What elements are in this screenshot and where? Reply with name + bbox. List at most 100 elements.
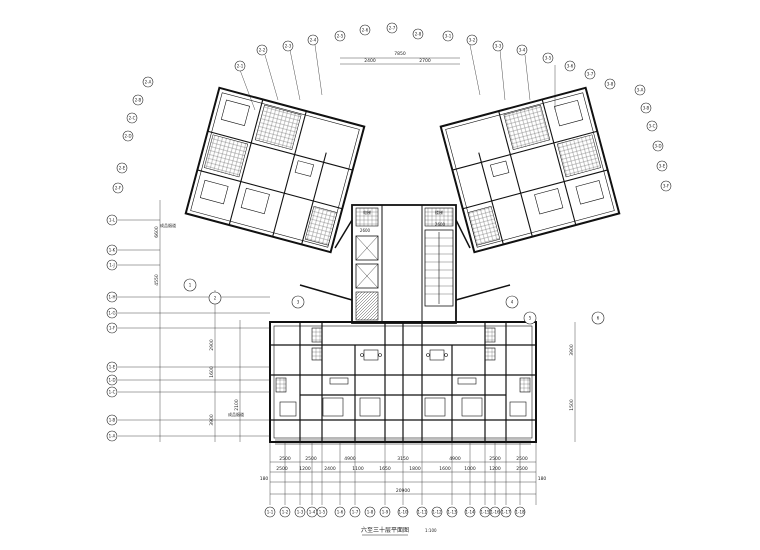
bottom-r1-dim: 2500 <box>516 456 528 462</box>
dimension-lines <box>118 44 576 505</box>
grid-bubble <box>446 506 458 518</box>
grid-bubble-label: 1-F <box>109 325 116 330</box>
grid-bubble <box>106 244 118 256</box>
left-vert-dim: 2100 <box>234 399 240 411</box>
dimension-texts: 7850 2400 2700 2500 2500 4900 3150 4900 … <box>154 51 575 494</box>
top-seg-dim-1: 2400 <box>364 58 376 64</box>
bottom-r1-dim: 3150 <box>397 456 409 462</box>
grid-bubble-label: 1-7 <box>352 509 359 514</box>
grid-bubble <box>489 506 501 518</box>
grid-bubble <box>466 34 478 46</box>
stair-label: 楼梯 <box>435 209 443 215</box>
grid-bubble-label: 3-2 <box>469 37 476 42</box>
grid-bubble-label: 1-13 <box>447 509 457 514</box>
grid-bubble-label: 1-14 <box>465 509 475 514</box>
note-right: 成品烟道 <box>228 411 244 417</box>
stair-dim: 2600 <box>435 222 446 227</box>
grid-bubble <box>132 94 144 106</box>
grid-bubble <box>106 430 118 442</box>
grid-bubble <box>291 295 305 309</box>
grid-bubble-label: 1-9 <box>382 509 389 514</box>
grid-bubble-label: 1-4 <box>309 509 316 514</box>
bottom-r2-dim: 2500 <box>276 466 288 472</box>
grid-bubble <box>464 506 476 518</box>
grid-bubble <box>660 180 672 192</box>
grid-bubble-label: 1-18 <box>515 509 525 514</box>
grid-bubble-label: 1-15 <box>480 509 490 514</box>
right-wing <box>439 86 621 254</box>
bottom-overall-dim: 20900 <box>396 488 410 494</box>
grid-bubble-label: 1-L <box>109 217 116 222</box>
grid-bubble <box>516 44 528 56</box>
grid-bubble-label: 3-B <box>643 105 650 110</box>
bottom-r2-dim: 1650 <box>379 466 391 472</box>
grid-bubble <box>359 24 371 36</box>
bottom-r1-dim: 2500 <box>489 456 501 462</box>
grid-bubble <box>106 414 118 426</box>
grid-bubble-label: 1-B <box>109 417 116 422</box>
grid-bubble-label: 1-8 <box>367 509 374 514</box>
grid-bubble-label: 2-4 <box>310 37 317 42</box>
grid-bubble <box>264 506 276 518</box>
grid-bubble <box>106 291 118 303</box>
right-vert-dim: 3900 <box>569 344 575 356</box>
note-left: 成品烟道 <box>160 222 176 228</box>
grid-bubble-label: 3-C <box>649 123 656 128</box>
grid-bubble <box>364 506 376 518</box>
grid-bubble <box>640 102 652 114</box>
grid-bubble <box>334 30 346 42</box>
grid-bubble-label: 2-2 <box>259 47 266 52</box>
grid-bubble-label: 3-F <box>663 183 670 188</box>
grid-bubble-label: 1-J <box>109 262 114 267</box>
grid-bubble-label: 1-G <box>108 310 115 315</box>
grid-bubble <box>564 60 576 72</box>
grid-bubble-label: 2-7 <box>389 25 396 30</box>
grid-bubble-label: 1-K <box>109 247 116 252</box>
grid-bubble-label: 1 <box>189 282 192 287</box>
bottom-r1-dim: 4900 <box>449 456 461 462</box>
bottom-r3-dim: 180 <box>538 476 547 482</box>
grid-bubble <box>416 506 428 518</box>
grid-bubble <box>505 295 519 309</box>
grid-bubble <box>379 506 391 518</box>
grid-bubble <box>523 311 537 325</box>
bottom-r1-dim: 2500 <box>305 456 317 462</box>
grid-bubble <box>334 506 346 518</box>
grid-bubble-label: 1-3 <box>297 509 304 514</box>
grid-bubble-label: 1-2 <box>282 509 289 514</box>
grid-bubble <box>307 34 319 46</box>
connectors <box>299 219 511 301</box>
grid-bubble <box>106 361 118 373</box>
bottom-block <box>269 321 537 445</box>
grid-bubble-label: 2-5 <box>337 33 344 38</box>
grid-bubble <box>116 162 128 174</box>
grid-bubble <box>106 386 118 398</box>
grid-bubble-label: 1-16 <box>490 509 500 514</box>
grid-bubble-label: 1-17 <box>501 509 511 514</box>
grid-bubble <box>282 40 294 52</box>
grid-bubble-label: 1-E <box>109 364 116 369</box>
grid-bubble-label: 2-B <box>135 97 142 102</box>
grid-bubble-label: 2-C <box>129 115 136 120</box>
grid-bubble <box>591 311 605 325</box>
lift-label: 电梯 <box>363 209 371 215</box>
lift-dim: 2600 <box>360 228 371 233</box>
grid-bubble <box>106 322 118 334</box>
grid-bubble-label: 2-D <box>124 133 131 138</box>
grid-bubble-label: 2-1 <box>237 63 244 68</box>
grid-bubble-label: 2-F <box>115 185 122 190</box>
grid-bubble-label: 3-E <box>659 163 666 168</box>
grid-bubble-label: 2-3 <box>285 43 292 48</box>
grid-bubble-label: 1-11 <box>417 509 427 514</box>
grid-bubble <box>256 44 268 56</box>
grid-bubble <box>279 506 291 518</box>
grid-bubble <box>208 291 222 305</box>
grid-bubble <box>106 214 118 226</box>
grid-bubble <box>106 307 118 319</box>
grid-bubble-label: 2-6 <box>362 27 369 32</box>
left-vert-dim: 1600 <box>209 366 215 378</box>
bottom-r2-dim: 1600 <box>439 466 451 472</box>
grid-bubble-label: 3-7 <box>587 71 594 76</box>
grid-bubble <box>386 22 398 34</box>
grid-bubble-label: 1-D <box>108 377 115 382</box>
